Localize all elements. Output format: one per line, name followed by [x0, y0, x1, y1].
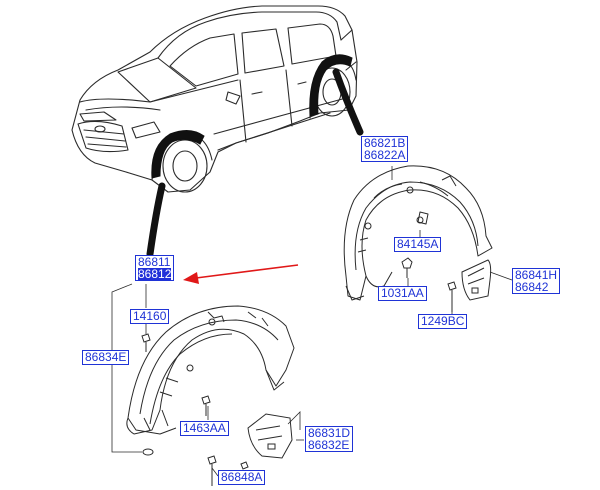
label-rear-mud-flap[interactable]: 86841H 86842	[512, 268, 561, 294]
rear-wheel-guard	[343, 165, 493, 301]
label-rear-liner[interactable]: 86821B 86822A	[361, 136, 409, 162]
car-liner-highlights	[151, 54, 353, 179]
part-86811[interactable]: 86811	[138, 255, 171, 269]
part-84145a[interactable]: 84145A	[394, 237, 442, 252]
part-1463aa[interactable]: 1463AA	[180, 421, 229, 436]
callout-leaders	[146, 68, 364, 258]
label-front-mud-flap[interactable]: 86831D 86832E	[305, 426, 354, 452]
leader-lines	[108, 166, 513, 477]
part-86848a[interactable]: 86848A	[218, 470, 266, 485]
part-86822a[interactable]: 86822A	[364, 148, 406, 162]
label-front-liner[interactable]: 86811 86812	[135, 255, 175, 281]
part-1031aa[interactable]: 1031AA	[378, 286, 427, 301]
front-wheel-guard	[126, 305, 295, 435]
part-86812[interactable]: 86812	[138, 267, 172, 281]
highlight-arrow	[183, 264, 299, 284]
part-86834e[interactable]: 86834E	[82, 350, 130, 365]
part-86832e[interactable]: 86832E	[308, 438, 350, 452]
part-86842[interactable]: 86842	[515, 280, 549, 294]
rear-fasteners	[401, 216, 457, 312]
part-86841h[interactable]: 86841H	[515, 268, 558, 282]
front-mud-flap	[247, 413, 293, 459]
part-1249bc[interactable]: 1249BC	[418, 314, 468, 329]
part-86831d[interactable]: 86831D	[308, 426, 351, 440]
part-86821b[interactable]: 86821B	[364, 136, 406, 150]
front-fasteners	[141, 333, 249, 486]
part-14160[interactable]: 14160	[130, 309, 170, 324]
rear-mud-flap	[461, 259, 492, 301]
